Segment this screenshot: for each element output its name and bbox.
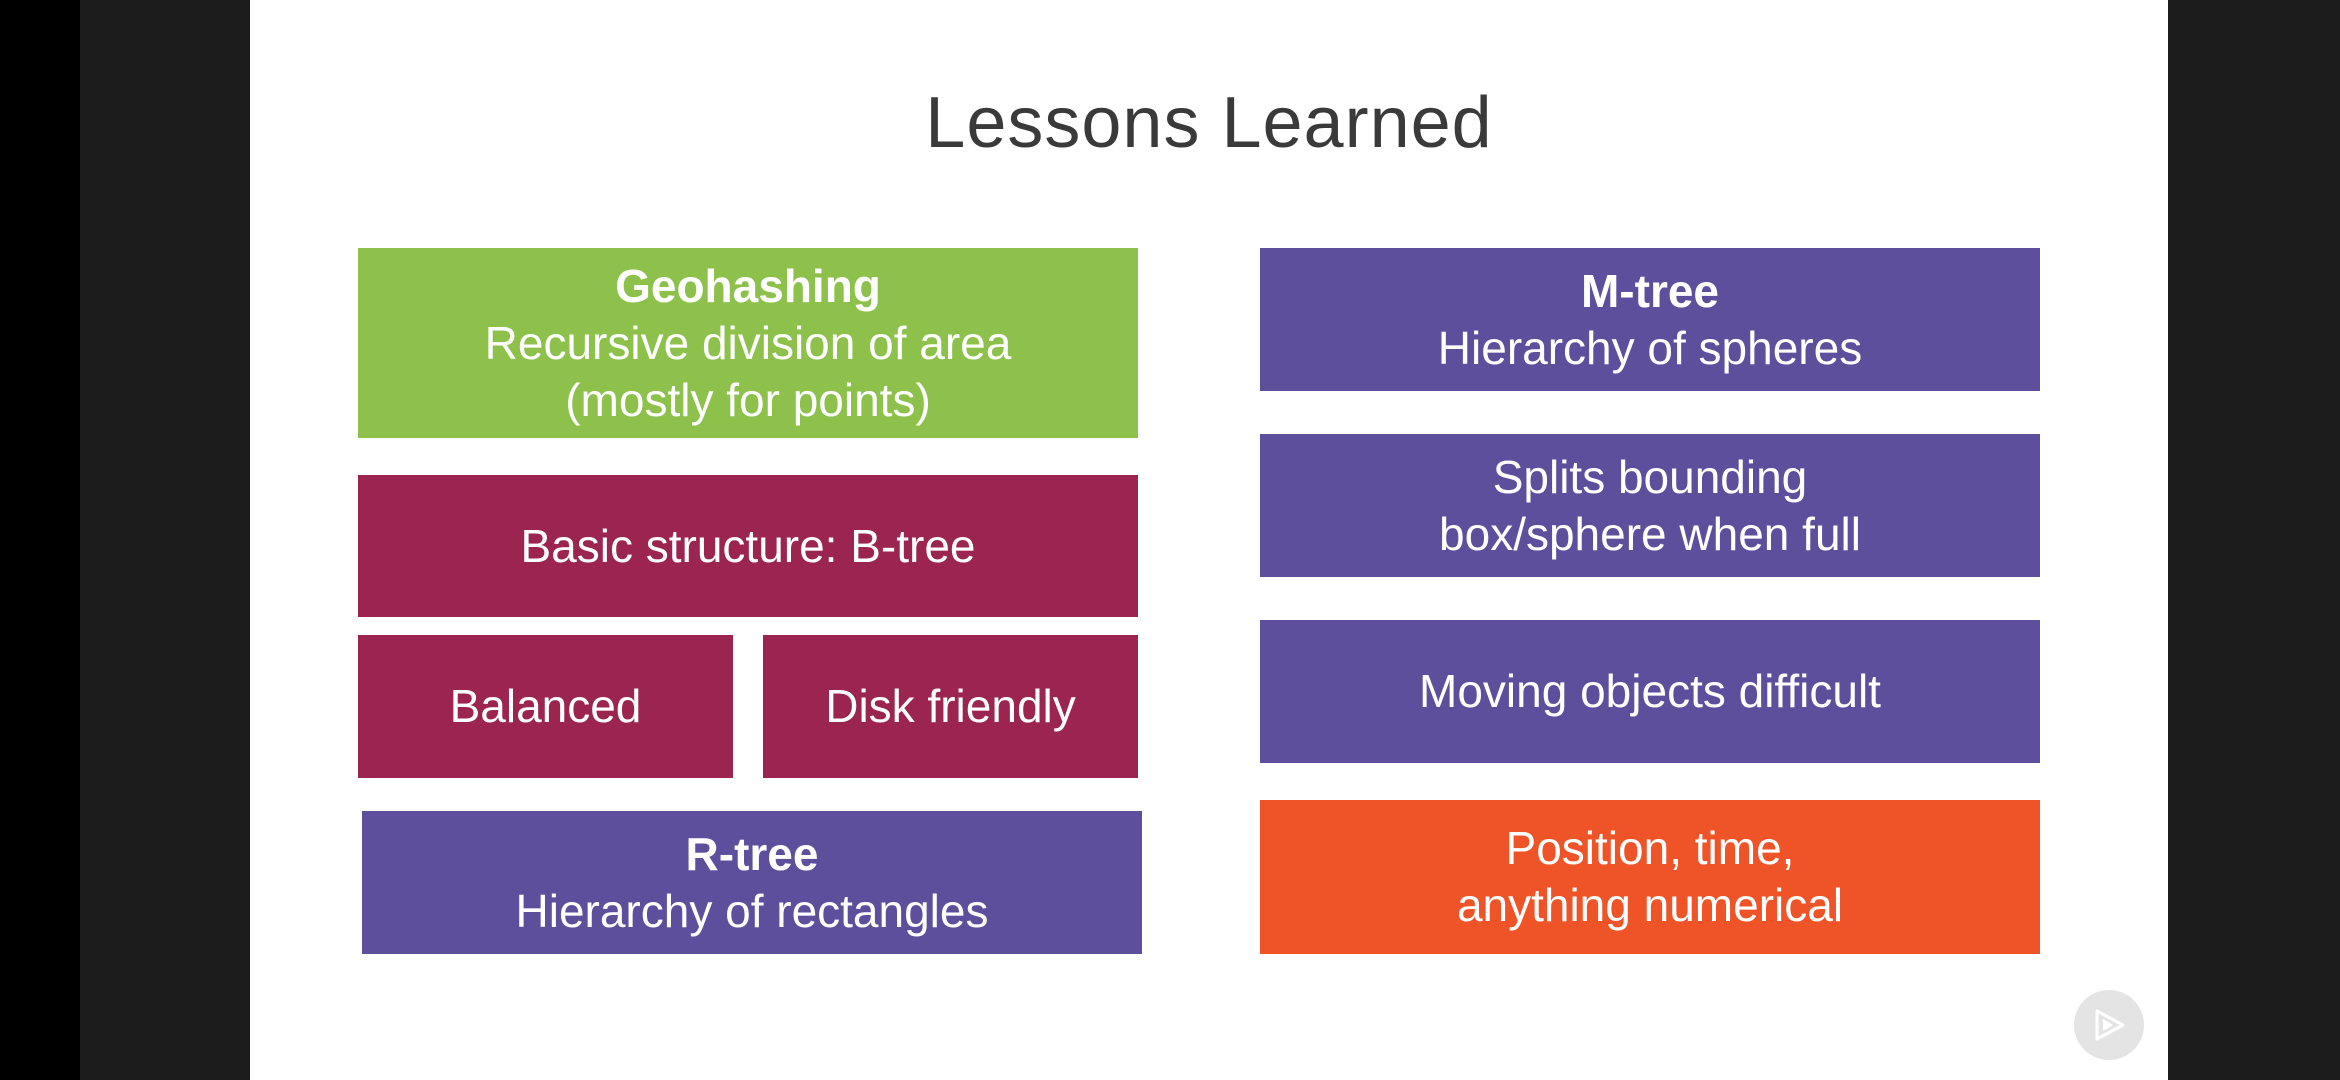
- left-letterbox: [80, 0, 250, 1080]
- disk-friendly-text: Disk friendly: [825, 680, 1076, 732]
- moving-objects-text: Moving objects difficult: [1419, 665, 1881, 717]
- splits-box: Splits bounding box/sphere when full: [1260, 434, 2040, 577]
- splits-line1: Splits bounding: [1492, 450, 1808, 503]
- basic-structure-text: Basic structure: B-tree: [520, 519, 976, 572]
- position-line2: anything numerical: [1456, 879, 1844, 931]
- position-line1: Position, time,: [1505, 822, 1795, 874]
- play-icon: [2095, 1009, 2125, 1041]
- geohashing-line2: (mostly for points): [565, 373, 931, 426]
- position-box: Position, time, anything numerical: [1260, 800, 2040, 954]
- splits-line2: box/sphere when full: [1439, 507, 1861, 560]
- slide-title: Lessons Learned: [925, 83, 1493, 163]
- rtree-line1: Hierarchy of rectangles: [515, 884, 989, 937]
- geohashing-line1: Recursive division of area: [484, 316, 1012, 369]
- moving-objects-box: Moving objects difficult: [1260, 620, 2040, 763]
- rtree-box: R-tree Hierarchy of rectangles: [362, 811, 1142, 954]
- disk-friendly-box: Disk friendly: [763, 635, 1138, 778]
- mtree-line1: Hierarchy of spheres: [1437, 321, 1863, 374]
- geohashing-heading: Geohashing: [615, 259, 881, 312]
- balanced-box: Balanced: [358, 635, 733, 778]
- mtree-box: M-tree Hierarchy of spheres: [1260, 248, 2040, 391]
- mtree-heading: M-tree: [1580, 264, 1720, 317]
- geohashing-box: Geohashing Recursive division of area (m…: [358, 248, 1138, 438]
- basic-structure-box: Basic structure: B-tree: [358, 475, 1138, 617]
- rtree-heading: R-tree: [685, 827, 819, 880]
- play-button[interactable]: [2074, 990, 2144, 1060]
- slide: Lessons Learned Geohashing Recursive div…: [250, 0, 2168, 1080]
- balanced-text: Balanced: [449, 680, 642, 732]
- right-letterbox: [2168, 0, 2340, 1080]
